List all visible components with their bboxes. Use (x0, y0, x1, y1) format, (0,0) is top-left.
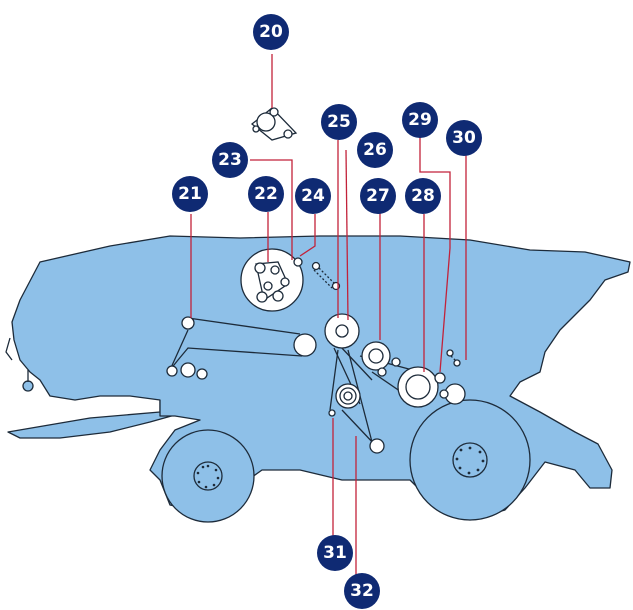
rear-wheel (162, 430, 254, 522)
main-body-silhouette (12, 236, 630, 520)
callout-28-label: 28 (411, 186, 435, 206)
callout-20: 20 (253, 14, 289, 50)
callout-27-label: 27 (366, 186, 390, 206)
callout-20-label: 20 (259, 22, 283, 42)
callout-27: 27 (360, 178, 396, 214)
callout-29: 29 (402, 102, 438, 138)
drive-20-belt (252, 108, 296, 140)
auger-end (23, 381, 33, 391)
callout-23: 23 (212, 142, 248, 178)
callout-29-label: 29 (408, 110, 432, 130)
callout-32-label: 32 (350, 581, 374, 601)
callout-22: 22 (248, 176, 284, 212)
harvester-body (6, 236, 630, 522)
unloading-auger (6, 338, 12, 360)
callout-26: 26 (357, 132, 393, 168)
callout-21: 21 (172, 176, 208, 212)
callout-22-label: 22 (254, 184, 278, 204)
drive-22-housing (241, 249, 303, 311)
callout-24-label: 24 (301, 186, 325, 206)
callout-26-label: 26 (363, 140, 387, 160)
callout-31: 31 (317, 535, 353, 571)
callout-25-label: 25 (327, 112, 351, 132)
callout-25: 25 (321, 104, 357, 140)
callout-23-label: 23 (218, 150, 242, 170)
callout-32: 32 (344, 573, 380, 609)
callout-24: 24 (295, 178, 331, 214)
front-wheel (410, 400, 530, 520)
callout-28: 28 (405, 178, 441, 214)
callout-30: 30 (446, 120, 482, 156)
callout-31-label: 31 (323, 543, 347, 563)
callout-30-label: 30 (452, 128, 476, 148)
callout-21-label: 21 (178, 184, 202, 204)
